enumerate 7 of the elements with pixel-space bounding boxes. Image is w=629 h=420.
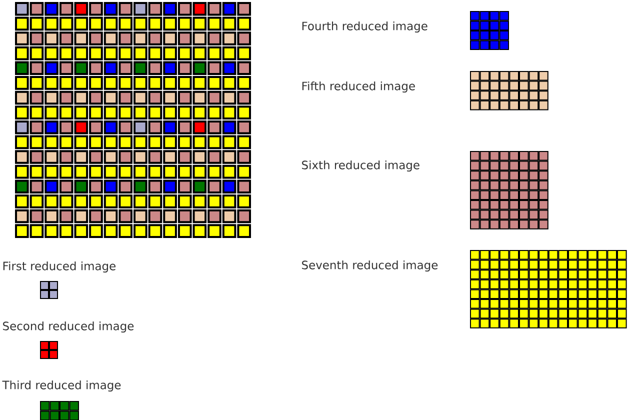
image-caption: Fifth reduced image [302, 81, 415, 93]
image-caption: Sixth reduced image [302, 160, 420, 172]
image-caption: Third reduced image [2, 380, 121, 392]
image-caption: First reduced image [3, 261, 116, 273]
image-caption: Fourth reduced image [302, 21, 428, 33]
image-caption: Second reduced image [3, 321, 134, 333]
image-caption: Seventh reduced image [302, 260, 438, 272]
